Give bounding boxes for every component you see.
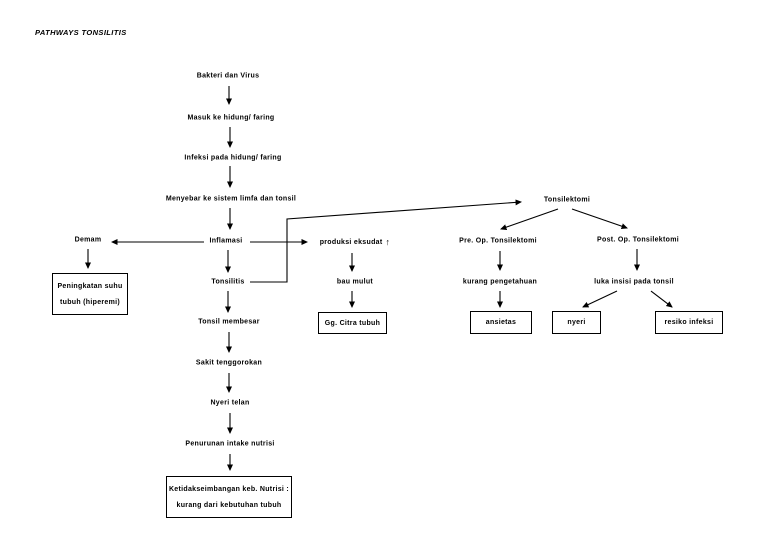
- node-pre-op-tonsilektomi: Pre. Op. Tonsilektomi: [459, 237, 537, 245]
- box-ansietas: ansietas: [470, 311, 532, 334]
- node-luka-insisi: luka insisi pada tonsil: [594, 278, 674, 286]
- box-gg-citra-tubuh: Gg. Citra tubuh: [318, 312, 387, 334]
- node-nyeri-telan: Nyeri telan: [210, 399, 250, 407]
- node-masuk-ke-hidung: Masuk ke hidung/ faring: [187, 114, 275, 122]
- arrow-tonsilektomi-to-pre-op: [500, 208, 559, 231]
- page-title: PATHWAYS TONSILITIS: [35, 28, 127, 37]
- node-produksi-eksudat: produksi eksudat↑: [320, 237, 391, 247]
- increase-arrow-icon: ↑: [385, 237, 391, 247]
- box-peningkatan-suhu-line1: Peningkatan suhu: [57, 282, 123, 290]
- arrow-tonsilektomi-to-post-op: [571, 208, 628, 230]
- box-resiko-infeksi: resiko infeksi: [655, 311, 723, 334]
- box-resiko-infeksi-label: resiko infeksi: [664, 319, 714, 326]
- node-menyebar-limfa: Menyebar ke sistem limfa dan tonsil: [165, 195, 297, 203]
- box-nyeri-label: nyeri: [567, 319, 586, 326]
- arrow-luka-insisi-to-nyeri: [582, 290, 618, 308]
- node-sakit-tenggorokan: Sakit tenggorokan: [195, 359, 263, 367]
- box-nyeri: nyeri: [552, 311, 601, 334]
- box-peningkatan-suhu-line2: tubuh (hiperemi): [59, 298, 121, 306]
- node-bau-mulut: bau mulut: [336, 278, 374, 286]
- node-infeksi-pada-hidung: Infeksi pada hidung/ faring: [184, 154, 282, 162]
- node-inflamasi: Inflamasi: [209, 237, 243, 245]
- box-peningkatan-suhu: Peningkatan suhu tubuh (hiperemi): [52, 273, 128, 315]
- node-kurang-pengetahuan: kurang pengetahuan: [462, 278, 538, 286]
- node-tonsil-membesar: Tonsil membesar: [198, 318, 260, 326]
- arrow-luka-insisi-to-resiko-infeksi: [650, 290, 673, 308]
- box-ketidakseimbangan-nutrisi: Ketidakseimbangan keb. Nutrisi : kurang …: [166, 476, 292, 518]
- node-post-op-tonsilektomi: Post. Op. Tonsilektomi: [597, 236, 679, 244]
- produksi-eksudat-label: produksi eksudat: [319, 239, 383, 246]
- node-bakteri-dan-virus: Bakteri dan Virus: [196, 72, 260, 80]
- box-ketidakseimbangan-line2: kurang dari kebutuhan tubuh: [176, 501, 282, 509]
- box-ketidakseimbangan-line1: Ketidakseimbangan keb. Nutrisi :: [168, 485, 290, 493]
- node-demam: Demam: [74, 236, 102, 244]
- node-penurunan-intake: Penurunan intake nutrisi: [185, 440, 275, 448]
- box-ansietas-label: ansietas: [485, 319, 517, 326]
- node-tonsilitis: Tonsilitis: [211, 278, 245, 286]
- node-tonsilektomi: Tonsilektomi: [543, 196, 591, 204]
- box-gg-citra-tubuh-label: Gg. Citra tubuh: [324, 319, 381, 327]
